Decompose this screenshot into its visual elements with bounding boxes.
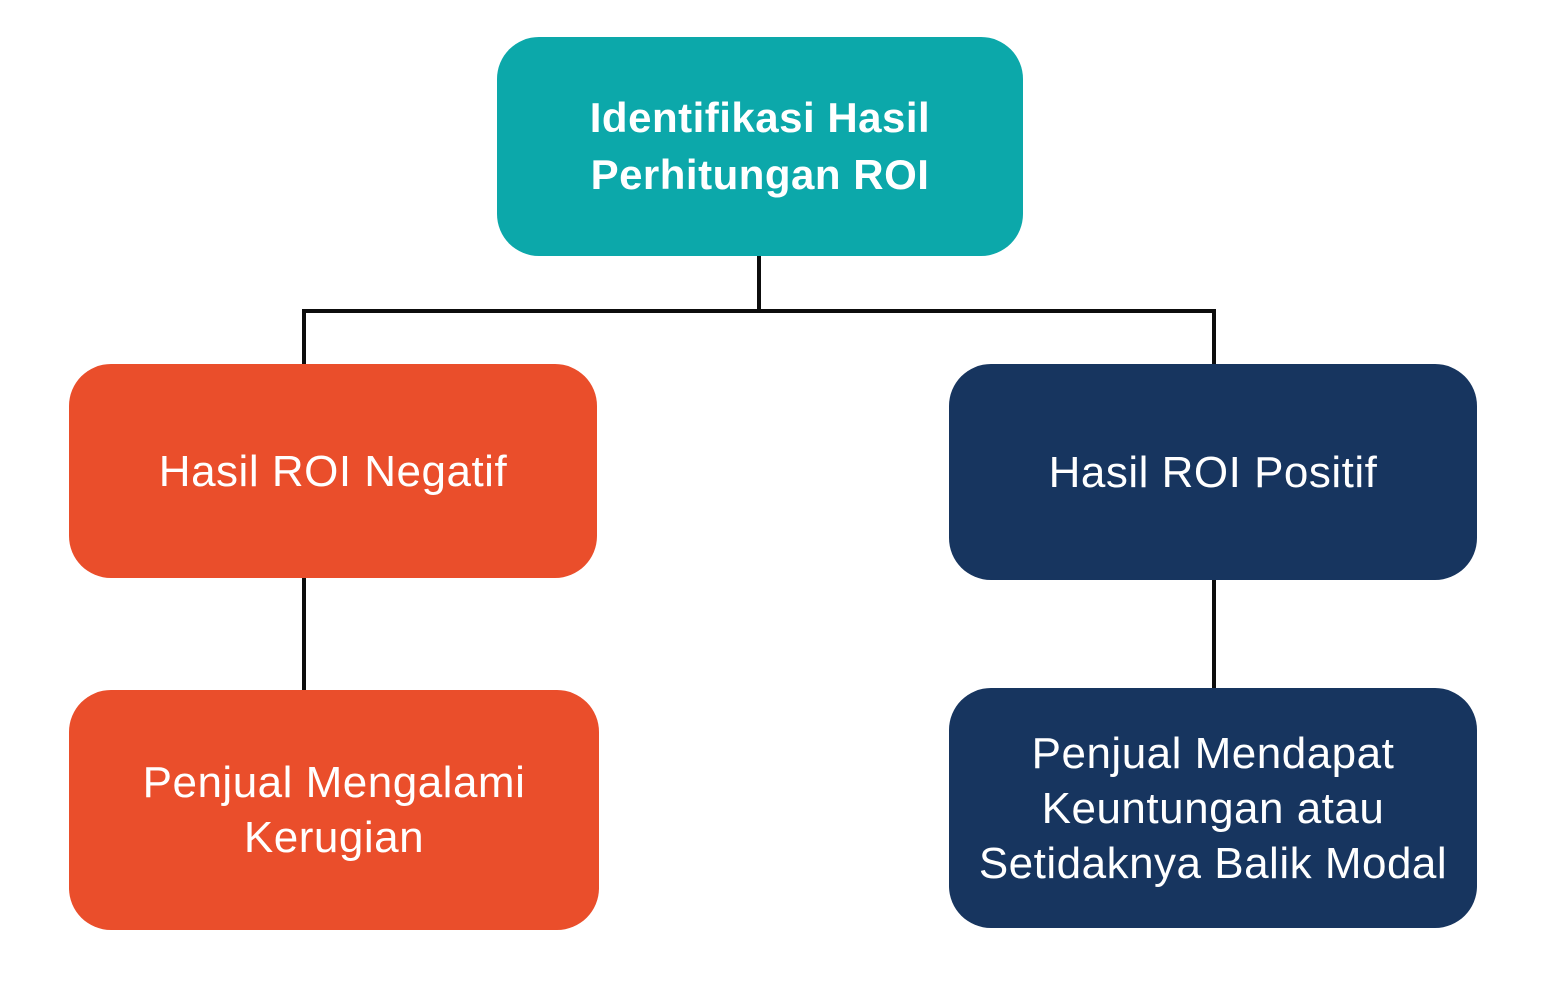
connector-root-trunk <box>757 254 761 313</box>
connector-negative-outcome <box>302 575 306 693</box>
node-penjual-kerugian: Penjual Mengalami Kerugian <box>69 690 599 930</box>
node-root-identifikasi: Identifikasi Hasil Perhitungan ROI <box>497 37 1023 256</box>
node-roi-positif: Hasil ROI Positif <box>949 364 1477 580</box>
node-roi-negatif-label: Hasil ROI Negatif <box>158 446 508 496</box>
connector-drop-negative <box>302 311 306 367</box>
node-penjual-keuntungan: Penjual Mendapat Keuntungan atau Setidak… <box>949 688 1477 928</box>
node-root-label: Identifikasi Hasil Perhitungan ROI <box>589 93 931 198</box>
connector-crossbar <box>302 309 1216 313</box>
node-roi-positif-label: Hasil ROI Positif <box>1048 447 1378 497</box>
node-penjual-kerugian-label: Penjual Mengalami Kerugian <box>142 758 526 862</box>
node-roi-negatif: Hasil ROI Negatif <box>69 364 597 578</box>
connector-positive-outcome <box>1212 577 1216 691</box>
connector-drop-positive <box>1212 311 1216 367</box>
node-penjual-keuntungan-label: Penjual Mendapat Keuntungan atau Setidak… <box>978 728 1448 888</box>
